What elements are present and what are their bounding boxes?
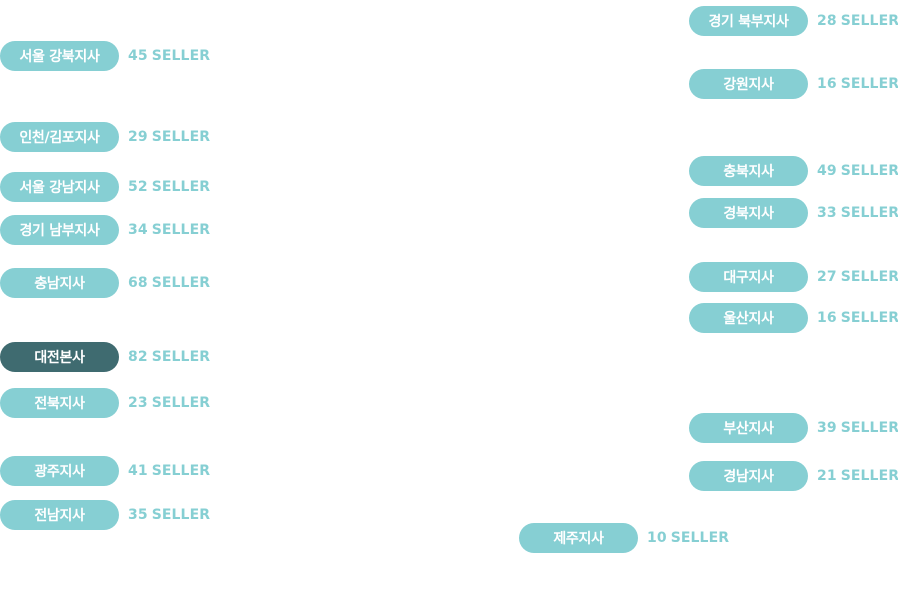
branch-pill[interactable]: 광주지사 xyxy=(0,456,119,486)
branch-pill[interactable]: 충북지사 xyxy=(689,156,808,186)
branch-pill[interactable]: 부산지사 xyxy=(689,413,808,443)
branch-pill[interactable]: 경북지사 xyxy=(689,198,808,228)
branch-pill[interactable]: 경기 북부지사 xyxy=(689,6,808,36)
branch-pill[interactable]: 제주지사 xyxy=(519,523,638,553)
branch-pill[interactable]: 충남지사 xyxy=(0,268,119,298)
branch-pill[interactable]: 경기 남부지사 xyxy=(0,215,119,245)
branch-pill[interactable]: 대구지사 xyxy=(689,262,808,292)
branch-pill[interactable]: 인천/김포지사 xyxy=(0,122,119,152)
branch-pill[interactable]: 서울 강북지사 xyxy=(0,41,119,71)
headquarters-pill[interactable]: 대전본사 xyxy=(0,342,119,372)
branch-pill[interactable]: 강원지사 xyxy=(689,69,808,99)
branch-pill[interactable]: 서울 강남지사 xyxy=(0,172,119,202)
branch-pill[interactable]: 경남지사 xyxy=(689,461,808,491)
branch-pill[interactable]: 전북지사 xyxy=(0,388,119,418)
branch-pill[interactable]: 울산지사 xyxy=(689,303,808,333)
branch-pill[interactable]: 전남지사 xyxy=(0,500,119,530)
